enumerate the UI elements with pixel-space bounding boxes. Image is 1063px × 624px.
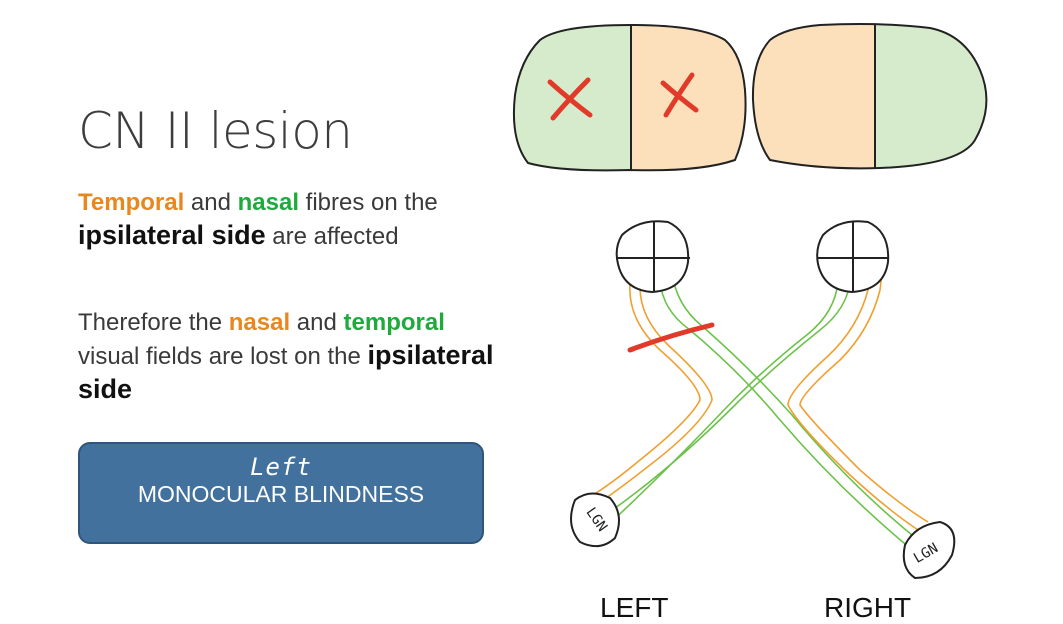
left-side-label: LEFT — [600, 592, 668, 623]
word-nasal-2: nasal — [228, 309, 291, 336]
result-box: Left MONOCULAR BLINDNESS — [78, 442, 484, 544]
right-eye — [816, 220, 890, 294]
left-field-nasal-half — [631, 25, 746, 171]
text-lost-on: visual fields are lost on the — [78, 343, 368, 370]
paragraph-fibres-affected: Temporal and nasal fibres on the ipsilat… — [78, 186, 498, 253]
lesion-mark — [627, 322, 715, 353]
left-nasal-fibre-b — [671, 271, 919, 541]
right-lgn: LGN — [902, 520, 956, 580]
text-are-affected: are affected — [265, 223, 399, 250]
paragraph-fields-lost: Therefore the nasal and temporal visual … — [78, 306, 498, 407]
text-and-2: and — [290, 309, 344, 336]
right-field-nasal-half — [752, 24, 875, 169]
left-temporal-fibre-inner — [595, 286, 713, 506]
right-nasal-fibre-a — [603, 279, 851, 517]
left-visual-field — [512, 23, 747, 172]
result-label: MONOCULAR BLINDNESS — [137, 481, 425, 507]
left-nasal-fibre-a — [659, 279, 911, 549]
word-ipsilateral-side: ipsilateral side — [78, 220, 266, 250]
text-and: and — [184, 189, 238, 216]
optic-fibres — [587, 239, 929, 549]
text-fibres-on: fibres on the — [299, 189, 438, 216]
right-temporal-fibre-outer — [799, 239, 929, 523]
result-handwritten-left: Left — [250, 453, 312, 481]
right-side-label: RIGHT — [824, 592, 911, 623]
right-nasal-fibre-b — [607, 281, 839, 526]
word-ipsilateral-side-2: ipsilateral side — [78, 340, 494, 404]
left-lgn: LGN — [570, 492, 620, 548]
left-eye — [615, 220, 690, 294]
word-nasal: nasal — [237, 189, 300, 216]
slide-title: CN II lesion — [78, 102, 353, 160]
right-visual-field — [751, 23, 988, 170]
right-temporal-fibre-inner — [787, 239, 919, 531]
left-temporal-fibre-outer — [587, 284, 701, 499]
text-therefore: Therefore the — [78, 309, 229, 336]
word-temporal: Temporal — [78, 189, 185, 216]
word-temporal-2: temporal — [343, 309, 445, 336]
